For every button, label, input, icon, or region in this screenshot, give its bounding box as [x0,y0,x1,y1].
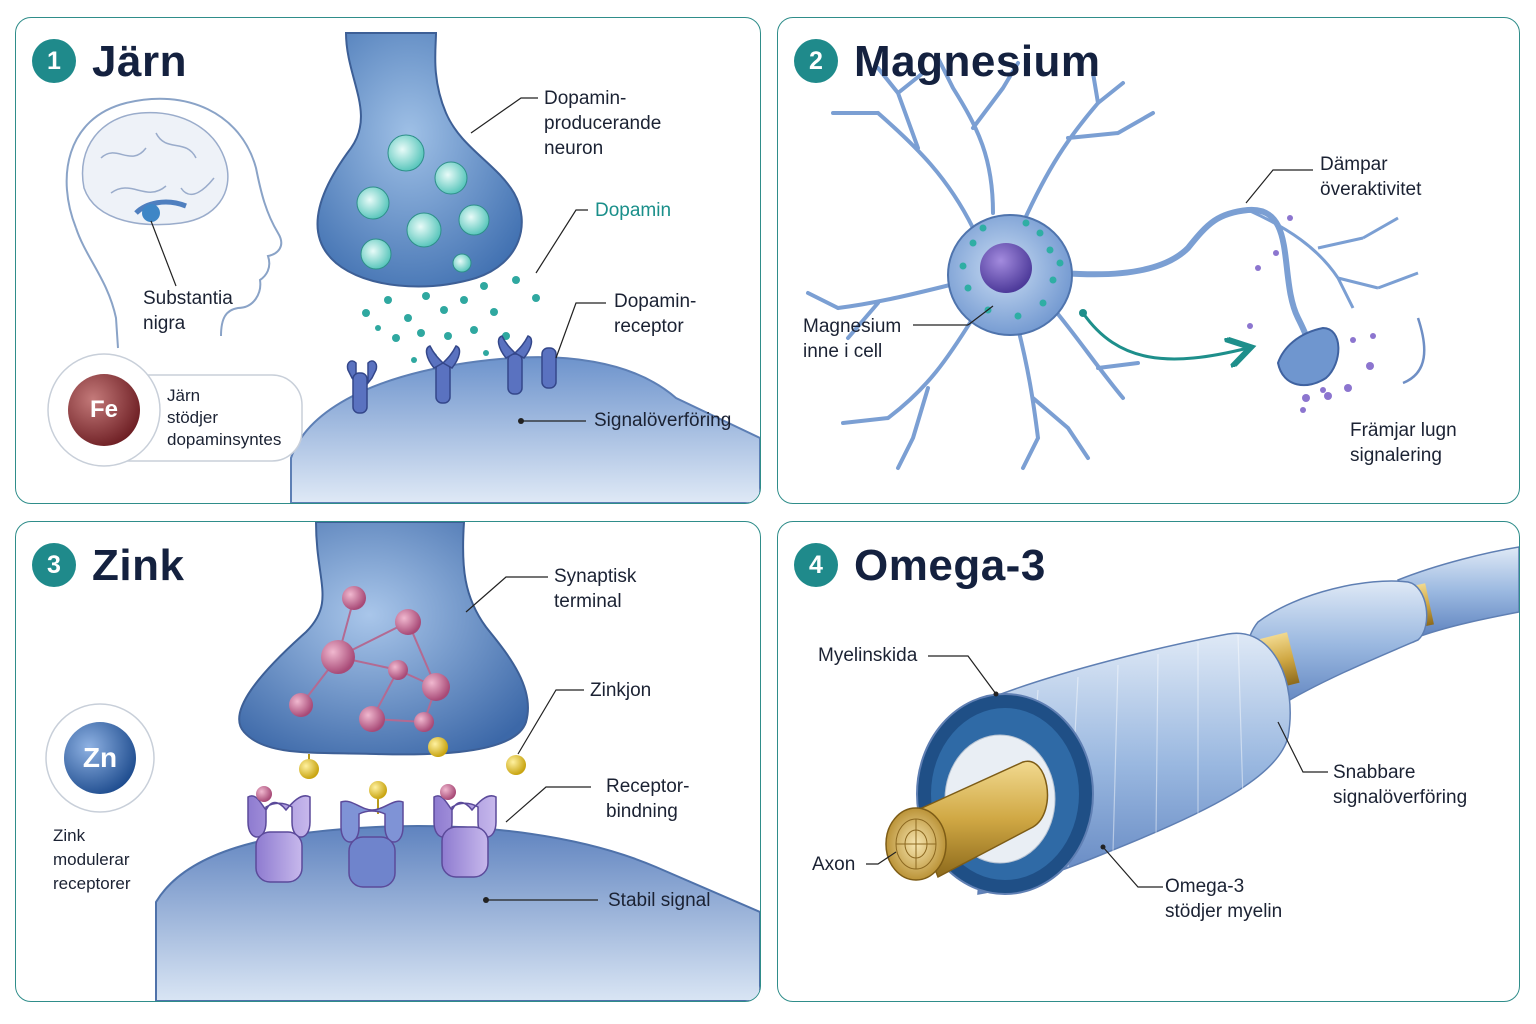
myelin-leader-dot [993,691,999,697]
calming-arrow [1081,312,1248,359]
postsynaptic-membrane-zinc [155,825,760,1001]
dopamine-receptors [346,335,557,414]
zinc-leaders [465,576,598,901]
brain-icon [81,111,229,226]
squiggle-line [1402,317,1426,385]
midbrain [134,199,187,215]
panel-2-number: 2 [794,39,838,83]
iron-atom-icon [68,374,140,446]
zinc-note: Zink modulerar receptorer [53,826,131,893]
substantia-nigra-dot [142,204,160,222]
panel-2-title: Magnesium [854,37,1101,86]
axon-core [912,760,1049,879]
label-axon: Axon [812,854,856,875]
panel-4-title: Omega-3 [854,541,1046,590]
label-synaptic-terminal: Synaptisk terminal [554,566,637,612]
panel-1-title: Järn [92,37,187,86]
dendrites [806,56,1155,470]
iron-leaders [470,97,606,422]
panel-3-title: Zink [92,541,185,590]
omega3-illustration [866,546,1519,895]
label-dampens-overactivity: Dämpar överaktivitet [1320,154,1422,200]
axon [1062,206,1313,376]
receptors [247,784,497,888]
synaptic-terminal [238,522,529,756]
label-calm-signaling: Främjar lugn signalering [1350,420,1457,466]
label-stable-signal: Stabil signal [608,890,711,911]
label-receptor-binding: Receptor- bindning [606,776,690,822]
iron-note: Järn stödjer dopaminsyntes [167,386,282,449]
panel-zinc: 3 Zink Synaptisk terminal Zinkjon Recept… [15,521,761,1002]
nucleus [980,243,1032,293]
axon-terminal [1276,326,1340,386]
iron-illustration [47,32,760,503]
panel-omega3: 4 Omega-3 Myelinskida Snabbare signalöve… [777,521,1520,1002]
head-profile [65,97,283,349]
stable-signal-dot [483,897,489,903]
panel-1-number: 1 [32,39,76,83]
axon-branches [1247,208,1419,309]
zinc-molecule-network [289,586,450,732]
label-zinc-ion: Zinkjon [590,680,652,701]
zinc-illustration [45,522,760,1001]
label-dopamine: Dopamin [595,200,672,221]
label-faster-signaling: Snabbare signalöverföring [1333,762,1468,808]
magnesium-leaders [913,169,1313,326]
omega3-leaders [866,655,1328,888]
substantia-leader [150,220,177,287]
panel-magnesium: 2 Magnesium Dämpar överaktivitet Magnesi… [777,17,1520,504]
panel-3-number: 3 [32,543,76,587]
magnesium-illustration [806,56,1426,470]
released-particles [1247,215,1376,413]
label-myelin-sheath: Myelinskida [818,645,918,666]
label-signal-transmission: Signalöverföring [594,410,732,431]
axon-fibers [895,818,937,870]
iron-symbol: Fe [89,396,118,423]
zinc-atom-icon [64,722,136,794]
label-omega3-supports: Omega-3 stödjer myelin [1165,876,1283,922]
label-dopamine-neuron: Dopamin- producerande neuron [544,88,662,159]
panel-4-number: 4 [794,543,838,587]
dopamine-molecules [362,276,540,363]
dopamine-vesicles [356,134,490,273]
arrow-start-dot [1079,309,1087,317]
zinc-symbol: Zn [82,742,118,773]
signal-dot [518,418,524,424]
label-dopamine-receptor: Dopamin- receptor [614,291,697,337]
label-substantia-nigra: Substantia nigra [143,288,233,334]
panel-iron: 1 Järn Substantia nigra Dopamin- produce… [15,17,761,504]
postsynaptic-membrane [290,356,760,503]
label-magnesium-inside: Magnesium inne i cell [803,316,902,362]
omega3-leader-dot [1100,844,1106,850]
